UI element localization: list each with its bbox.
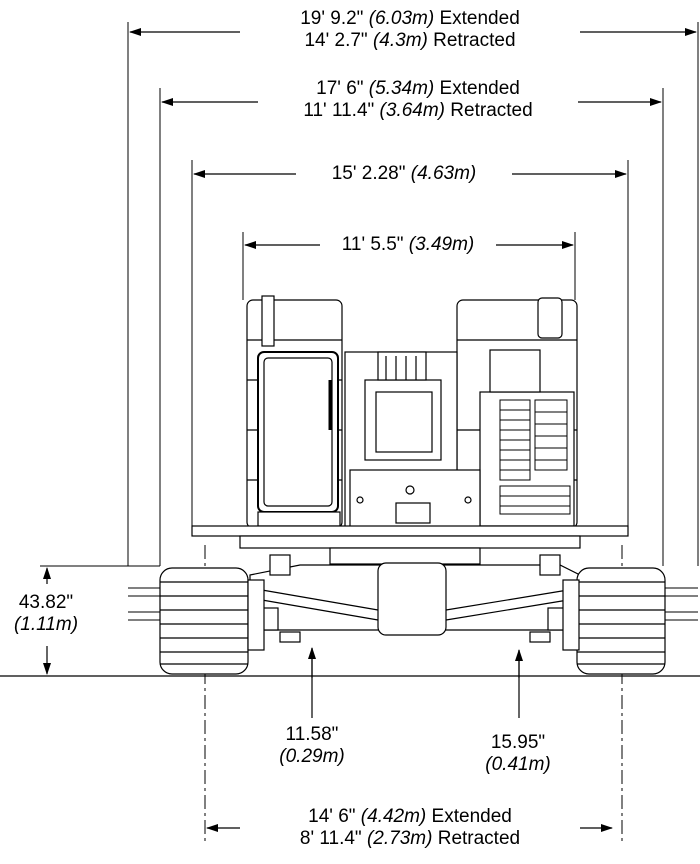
cab-width-imperial: 11' 5.5" xyxy=(341,234,404,255)
track-gauge-retracted: 8' 11.4" (2.73m) Retracted xyxy=(240,828,580,850)
track-gauge-extended-imperial: 14' 6" xyxy=(308,806,356,827)
track-gauge-retracted-imperial: 8' 11.4" xyxy=(299,828,362,849)
outrigger-width-retracted-state: Retracted xyxy=(450,100,533,121)
dimension-arrows xyxy=(43,28,697,832)
right-track xyxy=(576,567,666,675)
ground-clearance-left-metric: (0.29m) xyxy=(279,746,345,767)
deck-width-label: 15' 2.28" (4.63m) xyxy=(296,163,512,185)
deck-width-metric: (4.63m) xyxy=(410,163,477,184)
outrigger-width-extended-state: Extended xyxy=(439,78,520,99)
deck-beam xyxy=(191,525,629,565)
overall-width-extended-state: Extended xyxy=(439,8,520,29)
track-gauge-extended-metric: (4.42m) xyxy=(360,806,427,827)
overall-width-extended-metric: (6.03m) xyxy=(368,8,435,29)
overall-width-extended: 19' 9.2" (6.03m) Extended xyxy=(240,8,580,30)
track-gauge-retracted-state: Retracted xyxy=(437,828,521,849)
track-frames xyxy=(247,554,580,651)
outrigger-width-extended-metric: (5.34m) xyxy=(368,78,435,99)
track-height-metric: (1.11m) xyxy=(13,614,79,635)
ground-clearance-left-label: 11.58" (0.29m) xyxy=(262,724,362,768)
cab-width-metric: (3.49m) xyxy=(408,234,475,255)
outrigger-width-retracted: 11' 11.4" (3.64m) Retracted xyxy=(250,100,586,122)
center-hoist xyxy=(344,351,481,529)
ground-clearance-right-metric: (0.41m) xyxy=(485,754,551,775)
outrigger-width-extended-imperial: 17' 6" xyxy=(316,78,364,99)
left-track xyxy=(159,567,249,675)
extension-lines xyxy=(40,22,699,567)
outrigger-width-retracted-metric: (3.64m) xyxy=(379,100,446,121)
engine-grille xyxy=(499,399,571,515)
ground-clearance-right-imperial: 15.95" xyxy=(490,732,546,753)
carbody xyxy=(249,562,581,643)
cab-width-label: 11' 5.5" (3.49m) xyxy=(320,234,496,256)
track-gauge-extended: 14' 6" (4.42m) Extended xyxy=(240,806,580,828)
left-side-panel xyxy=(246,295,343,529)
ground-clearance-left-imperial: 11.58" xyxy=(285,724,339,745)
outrigger-width-retracted-imperial: 11' 11.4" xyxy=(303,100,375,121)
overall-width-retracted-metric: (4.3m) xyxy=(372,30,428,51)
outrigger-pads xyxy=(128,587,698,621)
track-gauge-extended-state: Extended xyxy=(431,806,512,827)
overall-width-retracted-imperial: 14' 2.7" xyxy=(304,30,368,51)
overall-width-label: 19' 9.2" (6.03m) Extended 14' 2.7" (4.3m… xyxy=(240,8,580,52)
ground-clearance-right-label: 15.95" (0.41m) xyxy=(468,732,568,776)
overall-width-retracted-state: Retracted xyxy=(433,30,516,51)
outrigger-width-label: 17' 6" (5.34m) Extended 11' 11.4" (3.64m… xyxy=(250,78,586,122)
deck-width-imperial: 15' 2.28" xyxy=(331,163,406,184)
track-height-label: 43.82" (1.11m) xyxy=(0,592,92,636)
overall-width-extended-imperial: 19' 9.2" xyxy=(300,8,364,29)
overall-width-retracted: 14' 2.7" (4.3m) Retracted xyxy=(240,30,580,52)
track-gauge-label: 14' 6" (4.42m) Extended 8' 11.4" (2.73m)… xyxy=(240,806,580,850)
track-gauge-retracted-metric: (2.73m) xyxy=(366,828,433,849)
crane-machine xyxy=(128,295,698,675)
track-height-imperial: 43.82" xyxy=(18,592,74,613)
outrigger-width-extended: 17' 6" (5.34m) Extended xyxy=(250,78,586,100)
